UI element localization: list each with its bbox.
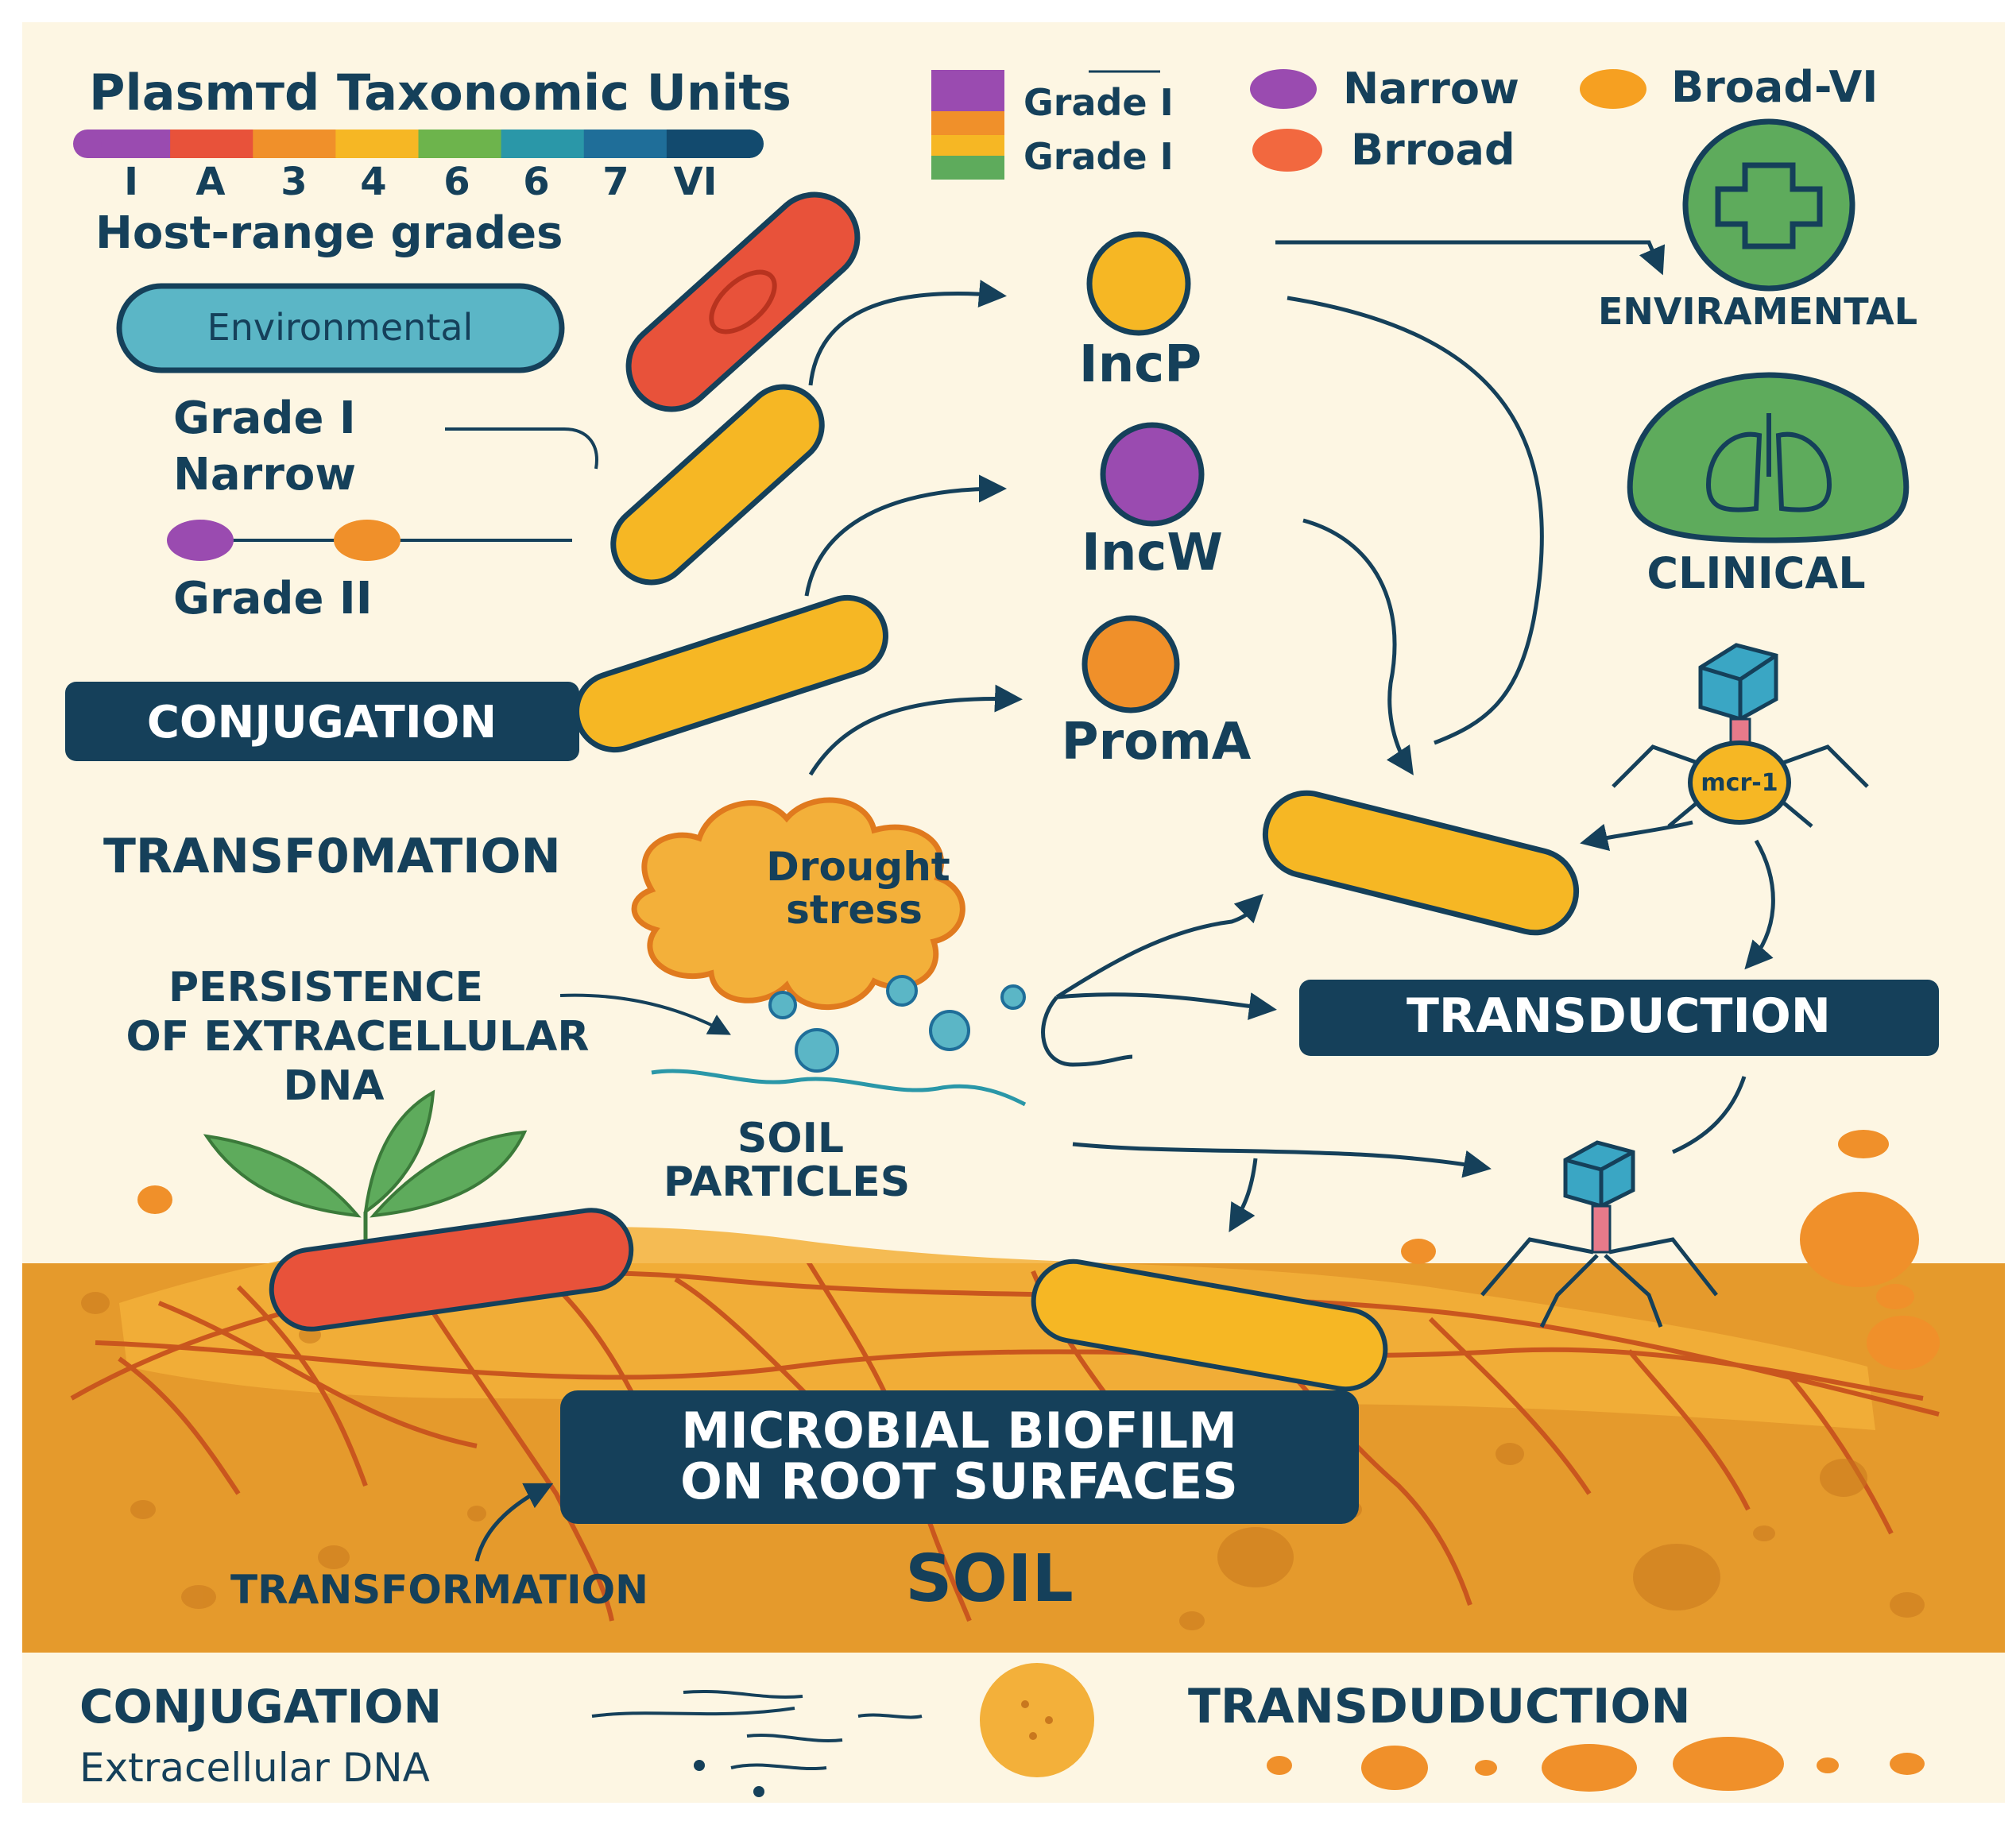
legend-dot-narrow [1250,69,1317,109]
scale-label: 6 [443,160,470,204]
plasmid-incw-label: IncW [1082,524,1223,582]
grade-connector [445,427,598,470]
plasmid-incw-icon [1100,422,1205,527]
transduction-badge: TRANSDUCTION [1299,980,1939,1056]
legend-swatch-multicolor [931,111,1004,180]
host-range-scale-labels: I A 3 4 6 6 7 VI [124,160,717,204]
legend-narrow: Narrow [1343,64,1519,114]
soil-particles-line-2: PARTICLES [664,1158,910,1206]
legend-subtitle: Host-range grades [95,207,563,259]
biofilm-bacterium-red [269,1208,634,1332]
legend-title: Plasmтd Taxonomic Units [89,64,791,122]
extracellular-dna-particles [651,975,1027,1107]
persistence-line-2: OF EXTRACELLULAR [126,1013,590,1061]
bacterium-red-top [625,191,861,412]
decorative-dots [137,1130,1940,1370]
soil-transformation-label: TRANSFORMATION [230,1567,648,1613]
scale-segment [418,130,502,158]
plasmid-incp-icon [1086,231,1191,336]
biofilm-bacterium-yellow [1031,1259,1388,1392]
phage-mcr1-icon: mcr-1 [1612,643,1869,828]
scale-label: 6 [523,160,549,204]
bacterium-yellow-1 [610,384,825,586]
drought-stress-cloud: Drought stress [631,797,965,1011]
bacterium-yellow-2 [574,594,888,753]
scale-segment [170,130,254,158]
legend-broad: Brroad [1351,125,1515,175]
plasmid-incp-label: IncP [1079,335,1201,394]
scale-segment [583,130,667,158]
environmental-cross-icon [1682,118,1855,292]
scale-cap-right [735,130,764,158]
enviramental-label: ENVIRAMENTAL [1598,290,1917,333]
flow-arrows [804,240,1775,1233]
footer-dna-dots [694,1760,764,1797]
footer-extracellular: Extracellular DNA [79,1745,430,1791]
legend-dot-broad-vi [1580,69,1646,109]
grade-scale-line [167,520,572,561]
soil-label: SOIL [905,1541,1074,1617]
svg-text:CONJUGATION: CONJUGATION [147,697,497,748]
persistence-arrow [559,993,731,1035]
scale-label: 7 [602,160,629,204]
legend-grade-1a: Grade I [1023,81,1174,124]
soil-pebbles [81,1292,1925,1630]
drought-line-2: stress [786,887,923,933]
biofilm-line-1: MICROBIAL BIOFILM [681,1402,1237,1460]
footer-particle [980,1663,1094,1777]
persistence-line-3: DNA [284,1062,385,1110]
left-grade-1: Grade I [173,392,356,444]
scale-label: 3 [281,160,307,204]
footer-conjugation: CONJUGATION [79,1680,442,1734]
persistence-line-1: PERSISTENCE [168,964,483,1011]
legend-grade-1b: Grade I [1023,135,1174,178]
scale-segment [253,130,337,158]
footer-transduction: TRANSDUDUCTION [1188,1679,1691,1734]
scale-segment [501,130,585,158]
scale-segment [335,130,420,158]
conjugation-badge: CONJUGATION [65,682,579,761]
biofilm-label: MICROBIAL BIOFILM ON ROOT SURFACES [560,1390,1359,1524]
scale-label: 4 [360,160,386,204]
soil-particles-line-1: SOIL [737,1115,844,1162]
biofilm-line-2: ON ROOT SURFACES [680,1452,1238,1510]
soil-transformation-arrow [474,1483,554,1562]
clinical-label: CLINICAL [1646,548,1865,598]
legend-swatch-purple [931,70,1004,111]
phage-lower-icon [1480,1140,1718,1328]
svg-text:TRANSDUCTION: TRANSDUCTION [1407,988,1831,1044]
clinical-lungs-icon [1627,372,1910,543]
left-grade-2: Grade II [173,573,373,624]
scale-label: VI [673,160,717,204]
drought-line-1: Drought [766,844,950,890]
plasmid-proma-icon [1082,615,1180,713]
scale-label: A [195,160,225,204]
host-range-scale-bar [73,130,764,158]
bacterium-yellow-right [1262,790,1580,936]
left-transformation: TRANSF0MATION [103,829,561,884]
left-narrow: Narrow [173,449,356,501]
legend-broad-vi: Broad-VI [1671,62,1878,112]
environmental-pill: Environmental [116,283,565,373]
legend-dot-broad [1252,129,1322,172]
mcr1-label: mcr-1 [1701,769,1778,797]
plant-leaves [203,1089,528,1239]
plasmid-proma-label: PromA [1062,713,1252,771]
scale-label: I [124,160,138,204]
footer-orange-dots [1267,1737,1925,1792]
svg-text:Environmental: Environmental [207,306,474,349]
footer-dna-strands [591,1689,923,1771]
scale-cap-left [73,130,102,158]
